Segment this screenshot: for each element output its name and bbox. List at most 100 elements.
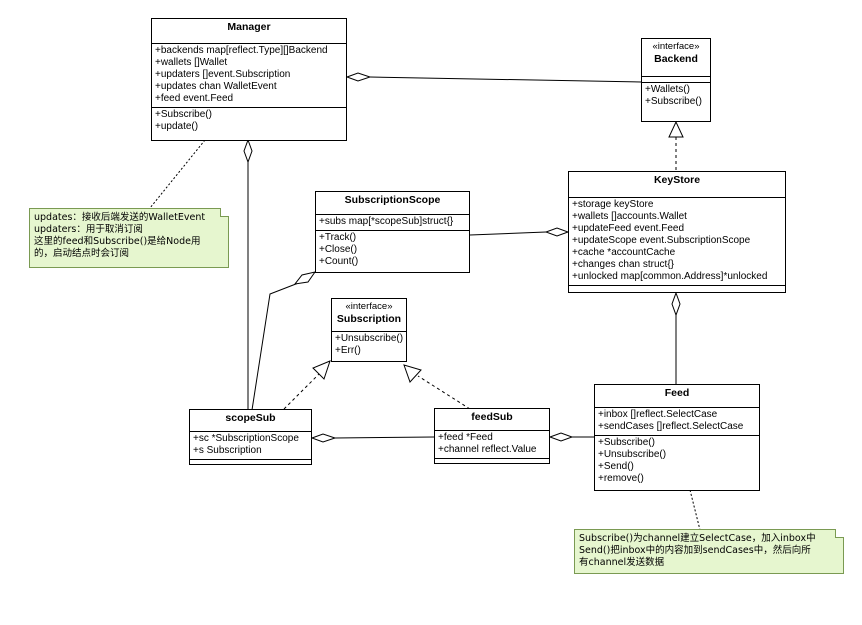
class-header: feedSub [435, 409, 549, 430]
attribute: +updates chan WalletEvent [155, 81, 277, 92]
method: +Subscribe() [645, 96, 702, 107]
method: +Unsubscribe() [335, 333, 404, 344]
class-header: KeyStore [569, 172, 785, 197]
methods-section [190, 459, 311, 465]
note-line: updaters：用于取消订阅 [34, 224, 143, 235]
attributes-section: +inbox []reflect.SelectCase +sendCases [… [595, 407, 759, 435]
method: +remove() [598, 473, 644, 484]
attribute: +feed *Feed [438, 432, 493, 443]
attribute: +updateScope event.SubscriptionScope [572, 235, 751, 246]
note-line: 的，启动结点时会订阅 [34, 248, 130, 259]
attribute: +wallets []accounts.Wallet [572, 211, 687, 222]
attribute: +s Subscription [193, 445, 262, 456]
class-name: Feed [664, 387, 690, 399]
note-line: Send()把inbox中的内容加到sendCases中，然后向所 [579, 545, 811, 556]
class-backend[interactable]: «interface» Backend +Wallets() +Subscrib… [641, 38, 711, 122]
methods-section: +Unsubscribe() +Err() [332, 331, 406, 359]
attribute: +feed event.Feed [155, 93, 234, 104]
note-fold-icon [835, 529, 844, 538]
scope-scopesub-aggregation [251, 281, 302, 411]
feed-note-connector [689, 489, 701, 531]
class-name: Manager [227, 21, 271, 33]
attribute: +channel reflect.Value [438, 444, 537, 455]
method: +Subscribe() [598, 437, 655, 448]
method: +Err() [335, 345, 361, 356]
methods-section [569, 285, 785, 291]
class-header: «interface» Backend [642, 39, 710, 76]
attribute: +updaters []event.Subscription [155, 69, 291, 80]
attributes-section: +feed *Feed +channel reflect.Value [435, 430, 549, 458]
aggregation-diamond-keystore-bottom [671, 291, 681, 317]
note-fold-icon [220, 208, 229, 217]
class-header: SubscriptionScope [316, 192, 469, 214]
manager-backend-aggregation [369, 76, 642, 83]
scopesub-feedsub-aggregation [334, 436, 435, 439]
stereotype: «interface» [345, 301, 393, 312]
class-subscription-scope[interactable]: SubscriptionScope +subs map[*scopeSub]st… [315, 191, 470, 273]
note-manager: updates：接收后端发送的WalletEvent updaters：用于取消… [29, 208, 229, 268]
keystore-scope-aggregation [469, 231, 547, 236]
methods-section: +Subscribe() +update() [152, 107, 346, 135]
note-line: 有channel发送数据 [579, 557, 665, 568]
attributes-section: +subs map[*scopeSub]struct{} [316, 214, 469, 230]
attributes-section: +storage keyStore +wallets []accounts.Wa… [569, 197, 785, 285]
attribute: +storage keyStore [572, 199, 654, 210]
aggregation-diamond-manager [345, 72, 372, 82]
note-line: 这里的feed和Subscribe()是给Node用 [34, 236, 201, 247]
attributes-section [642, 76, 710, 82]
class-name: SubscriptionScope [344, 194, 441, 206]
method: +Track() [319, 232, 357, 243]
note-line: Subscribe()为channel建立SelectCase，加入inbox中 [579, 533, 816, 544]
realization-triangle-subscription-left [312, 360, 331, 380]
attribute: +cache *accountCache [572, 247, 676, 258]
realization-triangle-backend [668, 120, 684, 138]
methods-section [435, 458, 549, 464]
aggregation-diamond-keystore-left [544, 227, 570, 237]
class-name: scopeSub [225, 412, 276, 424]
scopesub-subscription-realization [283, 373, 320, 410]
method: +update() [155, 121, 199, 132]
class-keystore[interactable]: KeyStore +storage keyStore +wallets []ac… [568, 171, 786, 293]
stereotype: «interface» [652, 41, 700, 52]
class-name: Subscription [336, 313, 402, 325]
methods-section: +Subscribe() +Unsubscribe() +Send() +rem… [595, 435, 759, 487]
class-header: «interface» Subscription [332, 299, 406, 331]
attribute: +updateFeed event.Feed [572, 223, 685, 234]
attribute: +wallets []Wallet [155, 57, 228, 68]
methods-section: +Wallets() +Subscribe() [642, 82, 710, 110]
aggregation-diamond-scopesub [310, 433, 337, 443]
method: +Subscribe() [155, 109, 212, 120]
class-feed[interactable]: Feed +inbox []reflect.SelectCase +sendCa… [594, 384, 760, 491]
attributes-section: +sc *SubscriptionScope +s Subscription [190, 431, 311, 459]
method: +Count() [319, 256, 359, 267]
note-line: updates：接收后端发送的WalletEvent [34, 212, 206, 223]
class-feed-sub[interactable]: feedSub +feed *Feed +channel reflect.Val… [434, 408, 550, 464]
attribute: +subs map[*scopeSub]struct{} [319, 216, 454, 227]
feedsub-subscription-realization [417, 375, 471, 410]
realization-triangle-subscription-right [403, 364, 422, 383]
class-scope-sub[interactable]: scopeSub +sc *SubscriptionScope +s Subsc… [189, 409, 312, 465]
method: +Wallets() [645, 84, 690, 95]
attribute: +backends map[reflect.Type][]Backend [155, 45, 328, 56]
aggregation-diamond-scope [293, 271, 317, 285]
class-manager[interactable]: Manager +backends map[reflect.Type][]Bac… [151, 18, 347, 141]
attribute: +sc *SubscriptionScope [193, 433, 299, 444]
class-name: Backend [654, 53, 698, 65]
class-header: scopeSub [190, 410, 311, 431]
class-subscription[interactable]: «interface» Subscription +Unsubscribe() … [331, 298, 407, 362]
method: +Close() [319, 244, 358, 255]
class-header: Manager [152, 19, 346, 43]
attribute: +inbox []reflect.SelectCase [598, 409, 718, 420]
class-name: KeyStore [653, 174, 701, 186]
attribute: +unlocked map[common.Address]*unlocked [572, 271, 768, 282]
aggregation-diamond-manager-bottom [243, 138, 253, 164]
attribute: +sendCases []reflect.SelectCase [598, 421, 744, 432]
class-header: Feed [595, 385, 759, 407]
note-feed: Subscribe()为channel建立SelectCase，加入inbox中… [574, 529, 844, 574]
methods-section: +Track() +Close() +Count() [316, 230, 469, 270]
aggregation-diamond-feedsub [548, 432, 574, 442]
method: +Send() [598, 461, 634, 472]
attribute: +changes chan struct{} [572, 259, 675, 270]
manager-note-connector [149, 139, 206, 209]
